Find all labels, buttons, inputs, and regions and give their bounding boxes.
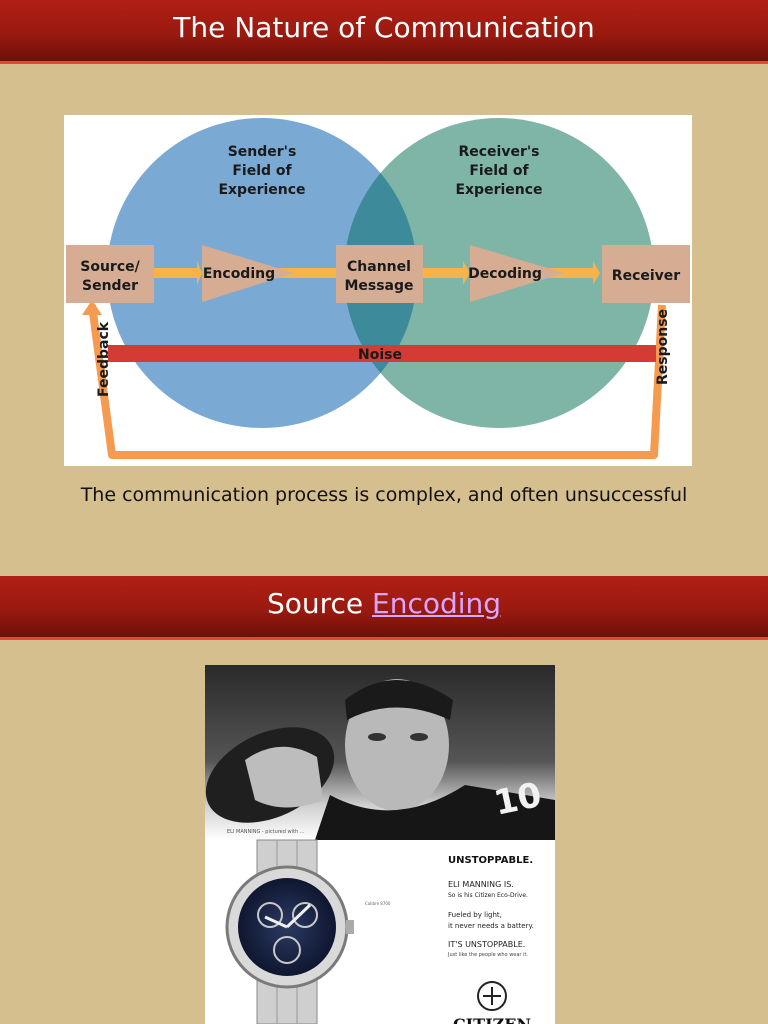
ad-line-3: Fueled by light, [448, 911, 502, 919]
channel-message-box [336, 245, 423, 303]
noise-label: Noise [358, 347, 402, 363]
response-label: Response [655, 309, 671, 385]
receiver-box [602, 245, 690, 303]
citizen-logo-icon [477, 981, 507, 1011]
encoding-shape [202, 245, 294, 302]
ad-line-2: So is his Citizen Eco-Drive. [448, 892, 528, 899]
watch-subdial-right [292, 902, 318, 928]
receiver-field-label-3: Experience [455, 182, 542, 198]
section-title-banner: The Nature of Communication [0, 0, 768, 64]
player-face [345, 679, 449, 811]
watch-hand-hour [264, 915, 288, 929]
section-title-plain: Source [266, 587, 373, 620]
encoding-link[interactable]: Encoding [372, 587, 502, 620]
ad-headline: UNSTOPPABLE. [448, 855, 533, 866]
watch-subdial-left [257, 902, 283, 928]
communication-diagram-svg: Sender's Field of Experience Receiver's … [66, 118, 690, 459]
source-sender-box [66, 245, 154, 303]
ad-graphic: 10 ELI MANNING - pictured with ... Calib… [205, 665, 555, 1024]
citizen-watch-ad-image: 10 ELI MANNING - pictured with ... Calib… [205, 665, 555, 1024]
channel-label-1: Channel [347, 259, 411, 275]
citizen-brand: CITIZEN [453, 1015, 531, 1024]
watch-model-text: Calibre 8700 [365, 901, 391, 906]
ad-line-6: Just like the people who wear it. [447, 952, 528, 958]
noise-bar [108, 345, 656, 362]
player-jersey [315, 785, 555, 840]
decoding-label: Decoding [468, 266, 542, 282]
ad-small-caption: ELI MANNING - pictured with ... [227, 829, 305, 835]
ad-line-5: IT'S UNSTOPPABLE. [448, 940, 525, 949]
section-title: The Nature of Communication [173, 11, 595, 44]
player-hair [345, 680, 453, 720]
encoding-label: Encoding [203, 266, 275, 282]
watch-crown [346, 920, 354, 934]
receiver-label: Receiver [612, 268, 680, 284]
ad-line-4: it never needs a battery. [448, 922, 534, 930]
channel-label-2: Message [344, 278, 413, 294]
feedback-loop-line [88, 304, 666, 459]
diagram-caption: The communication process is complex, an… [80, 484, 688, 506]
section-title-banner: Source Encoding [0, 576, 768, 640]
sender-field-label-2: Field of [232, 163, 292, 179]
feedback-label: Feedback [96, 321, 112, 397]
source-label-1: Source/ [80, 259, 140, 275]
communication-diagram: Sender's Field of Experience Receiver's … [64, 115, 692, 466]
player-eye-right [410, 733, 428, 741]
sender-field-label-3: Experience [218, 182, 305, 198]
decoding-shape [470, 245, 564, 302]
watch-subdial-bottom [273, 936, 301, 964]
receiver-field-label-2: Field of [469, 163, 529, 179]
receiver-field-label-1: Receiver's [458, 144, 539, 160]
jersey-number: 10 [491, 775, 546, 824]
player-hand [245, 746, 323, 808]
player-eye-left [368, 733, 386, 741]
feedback-arrowhead [82, 300, 102, 315]
watch-hand-minute [285, 903, 312, 929]
ad-line-1: ELI MANNING IS. [448, 880, 514, 889]
source-label-2: Sender [82, 278, 138, 294]
sender-field-label-1: Sender's [228, 144, 297, 160]
